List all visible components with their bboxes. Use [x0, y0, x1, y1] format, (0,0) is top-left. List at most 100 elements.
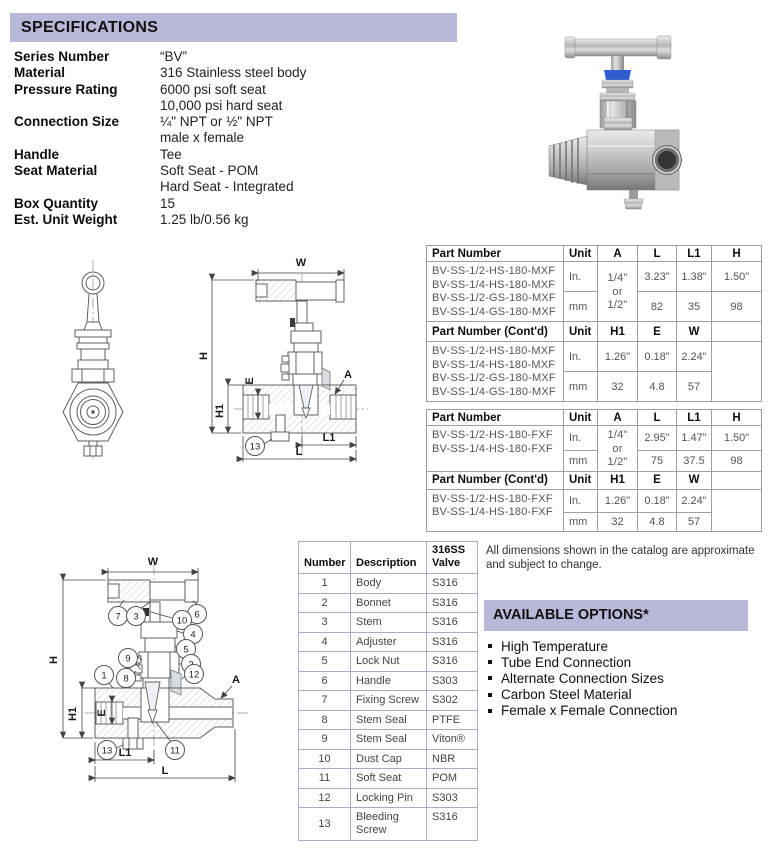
body-section: [242, 384, 357, 434]
bleed-screw-section: [122, 717, 144, 750]
valve-body: [548, 129, 682, 191]
svg-text:12: 12: [189, 670, 200, 681]
svg-text:W: W: [296, 257, 307, 269]
col-header: Part Number: [426, 245, 564, 262]
spec-row: Est. Unit Weight 1.25 lb/0.56 kg: [14, 212, 306, 228]
svg-text:H1: H1: [67, 707, 79, 721]
part-numbers: BV-SS-1/2-HS-180-MXF BV-SS-1/4-HS-180-MX…: [426, 341, 564, 402]
spec-label: Material: [14, 65, 66, 81]
dimensions-note: All dimensions shown in the catalog are …: [486, 545, 755, 571]
svg-text:9: 9: [125, 654, 130, 665]
col-header: W: [676, 470, 712, 490]
male-thread-end: [548, 135, 588, 186]
spec-label: [14, 179, 160, 195]
svg-text:W: W: [148, 556, 159, 568]
svg-text:L1: L1: [119, 747, 132, 759]
part-numbers: BV-SS-1/2-HS-180-FXF BV-SS-1/4-HS-180-FX…: [426, 488, 564, 532]
table-row: BV-SS-1/2-HS-180-MXF BV-SS-1/4-HS-180-MX…: [426, 261, 762, 322]
col-header: Part Number (Cont'd): [426, 470, 564, 490]
spec-row: Connection Size ¼" NPT or ½" NPT: [14, 114, 306, 130]
col-header: H: [711, 409, 762, 426]
spec-row: male x female: [14, 130, 306, 146]
col-header: H: [711, 245, 762, 262]
svg-text:13: 13: [250, 442, 261, 453]
part-callouts: 7 3 6 10 4 5 2 9 8 12 1 11 13: [94, 599, 207, 760]
svg-text:5: 5: [183, 645, 188, 656]
table-row: mm 32 4.8 57: [427, 371, 762, 402]
svg-text:L1: L1: [323, 432, 336, 444]
svg-text:A: A: [344, 369, 352, 381]
spec-label: Connection Size: [14, 114, 120, 130]
col-header: A: [597, 409, 638, 426]
body-section: [94, 681, 234, 739]
option-item: Female x Female Connection: [488, 703, 677, 719]
available-options-title: AVAILABLE OPTIONS*: [493, 607, 649, 623]
spec-value: Soft Seat - POM: [160, 163, 259, 179]
col-header: L: [637, 245, 677, 262]
spec-value: 15: [160, 195, 176, 211]
valve-bonnet: [599, 100, 637, 131]
specifications-header-bar: SPECIFICATIONS: [10, 13, 457, 42]
col-header: [711, 321, 762, 342]
valve-section-drawing-small: W H H1 E A L1 L 13: [198, 257, 368, 463]
bonnet-stack-section: [129, 601, 182, 696]
svg-text:H1: H1: [214, 404, 226, 418]
table-row: mm 82 35 98: [427, 291, 762, 322]
table-row: mm 75 37.5 98: [427, 449, 762, 472]
spec-label: Handle: [14, 146, 60, 162]
col-header: L: [637, 409, 677, 426]
spec-label: [14, 130, 160, 146]
spec-label: [14, 98, 160, 114]
table-row: BV-SS-1/2-HS-180-MXF BV-SS-1/4-HS-180-MX…: [426, 341, 762, 402]
available-options-header-bar: AVAILABLE OPTIONS*: [484, 600, 748, 631]
spec-value: 6000 psi soft seat: [160, 81, 266, 97]
svg-text:L: L: [162, 765, 169, 777]
spec-value: 1.25 lb/0.56 kg: [160, 211, 249, 227]
valve-bleed-screw: [623, 190, 644, 210]
svg-text:3: 3: [133, 612, 138, 623]
col-header: Part Number (Cont'd): [426, 321, 564, 342]
col-header: Unit: [563, 321, 598, 342]
dimension-tables-mxf: Part Number Unit A L L1 H BV-SS-1/2-HS-1…: [426, 245, 762, 402]
dimension-table-mxf-contd: Part Number (Cont'd) Unit H1 E W BV-SS-1…: [426, 321, 762, 402]
spec-value: ¼" NPT or ½" NPT: [160, 114, 273, 130]
col-header: Unit: [563, 470, 598, 490]
valve-section-drawing-large: W H H1 E A L1 L 7 3 6 10: [48, 556, 249, 782]
col-header: Unit: [563, 409, 598, 426]
spec-row: 10,000 psi hard seat: [14, 98, 306, 114]
needle-valve-product-photo: [548, 35, 682, 210]
col-header: Part Number: [426, 409, 564, 426]
svg-text:10: 10: [177, 616, 188, 627]
option-item: Carbon Steel Material: [488, 687, 677, 703]
table-row: BV-SS-1/2-HS-180-FXF BV-SS-1/4-HS-180-FX…: [426, 488, 762, 532]
col-header: [711, 470, 762, 490]
svg-text:7: 7: [115, 612, 120, 623]
svg-text:A: A: [232, 674, 240, 686]
spec-row: Hard Seat - Integrated: [14, 179, 306, 195]
spec-label: Est. Unit Weight: [14, 211, 118, 227]
dimension-table-fxf-contd: Part Number (Cont'd) Unit H1 E W BV-SS-1…: [426, 470, 762, 532]
svg-text:13: 13: [102, 746, 113, 757]
bonnet-stack-section: [280, 300, 331, 391]
spec-value: “BV”: [160, 49, 187, 64]
hex-body-end-on: [62, 382, 124, 442]
bleed-screw-end-on: [83, 440, 103, 457]
option-item: High Temperature: [488, 638, 677, 654]
specifications-title: SPECIFICATIONS: [21, 19, 159, 36]
col-header: E: [637, 321, 677, 342]
col-header: Unit: [563, 245, 598, 262]
part-numbers: BV-SS-1/2-HS-180-FXF BV-SS-1/4-HS-180-FX…: [426, 425, 564, 472]
col-header: E: [637, 470, 677, 490]
table-row: mm 32 4.8 57: [427, 511, 762, 532]
valve-adjuster-rings: [599, 79, 636, 102]
